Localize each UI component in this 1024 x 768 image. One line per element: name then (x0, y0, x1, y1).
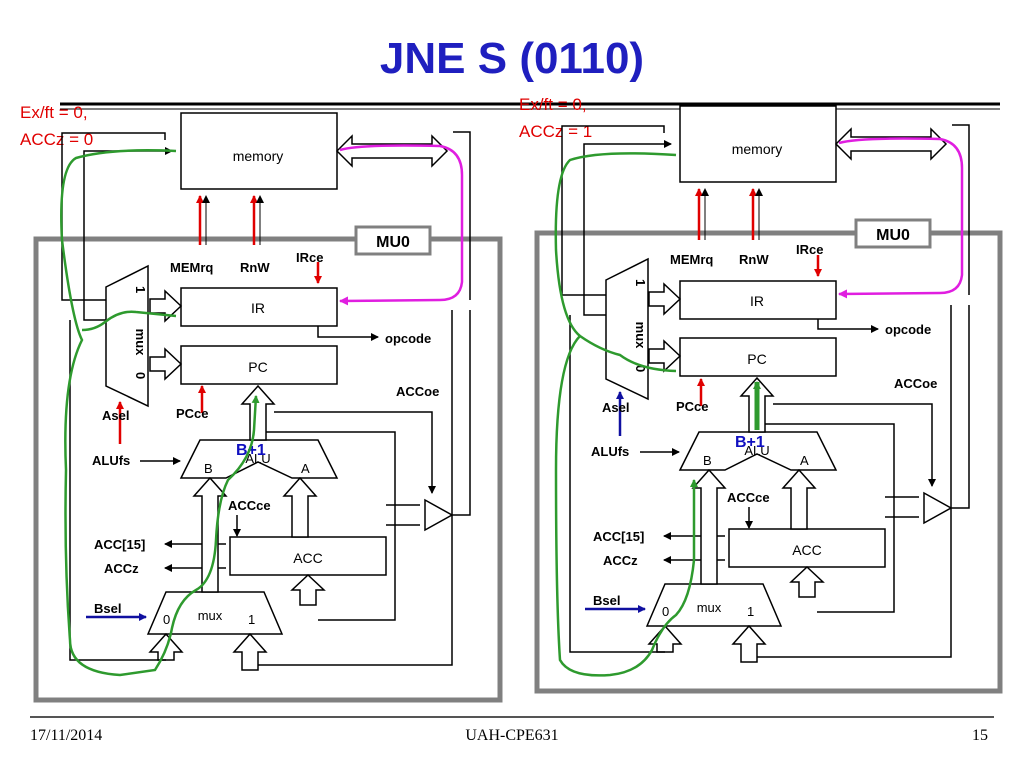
address-mux-in0: 0 (133, 372, 148, 379)
asel-label: Asel (602, 400, 629, 415)
accce-label: ACCce (228, 498, 271, 513)
b-mux-label: mux (198, 608, 223, 623)
footer-rule (30, 716, 994, 718)
condition-line-2: ACCz = 0 (20, 130, 93, 149)
mu0-frame (534, 230, 1003, 694)
panel-left: Ex/ft = 0, ACCz = 0 MU0 memory MEMrq RnW… (20, 103, 503, 703)
condition-line-2: ACCz = 1 (519, 122, 592, 141)
mu0-label: MU0 (876, 227, 910, 244)
accoe-label: ACCoe (894, 376, 937, 391)
memory-label: memory (732, 141, 783, 157)
acc-label: ACC (792, 542, 822, 558)
b-mux-in1: 1 (747, 604, 754, 619)
address-mux-label: mux (633, 322, 648, 350)
address-mux-in0: 0 (633, 365, 648, 372)
condition-line-1: Ex/ft = 0, (20, 103, 88, 122)
acc15-label: ACC[15] (593, 529, 644, 544)
address-mux-label: mux (133, 329, 148, 357)
ir-label: IR (750, 293, 764, 309)
address-mux-in1: 1 (133, 286, 148, 293)
pc-label: PC (747, 351, 766, 367)
irce-label: IRce (796, 242, 823, 257)
memory-label: memory (233, 148, 284, 164)
memrq-label: MEMrq (670, 252, 713, 267)
accce-label: ACCce (727, 490, 770, 505)
alu-label: ALU (245, 451, 270, 466)
opcode-label: opcode (385, 331, 431, 346)
alufs-label: ALUfs (591, 444, 629, 459)
mu0-label-box (854, 218, 932, 249)
memrq-label: MEMrq (170, 260, 213, 275)
pcce-label: PCce (676, 399, 709, 414)
panel-right: Ex/ft = 0, ACCz = 1 MU0 memory MEMrq RnW… (519, 95, 1003, 694)
footer-date: 17/11/2014 (30, 727, 103, 744)
slide-title: JNE S (0110) (379, 34, 645, 83)
irce-label: IRce (296, 250, 323, 265)
condition-line-1: Ex/ft = 0, (519, 95, 587, 114)
pcce-label: PCce (176, 406, 209, 421)
b-mux (645, 583, 783, 627)
rnw-label: RnW (240, 260, 270, 275)
header-rule (60, 102, 1000, 110)
memory-block (180, 112, 338, 190)
alu-input-a: A (800, 453, 809, 468)
acc15-label: ACC[15] (94, 537, 145, 552)
accz-label: ACCz (104, 561, 139, 576)
footer-course: UAH-CPE631 (465, 727, 559, 744)
alu (678, 431, 838, 471)
mu0-frame (33, 236, 503, 703)
memory-data-bus-arrow (834, 127, 948, 161)
alu-input-a: A (301, 461, 310, 476)
memory-data-bus-arrow (335, 134, 449, 168)
mu0-label-box (354, 225, 432, 256)
bsel-label: Bsel (94, 601, 121, 616)
memory-block (679, 105, 837, 183)
pc-label: PC (248, 359, 267, 375)
alu-input-b: B (204, 461, 213, 476)
alu-op-label: B+1 (735, 434, 765, 451)
address-mux-in1: 1 (633, 279, 648, 286)
ir-label: IR (251, 300, 265, 316)
mu0-label: MU0 (376, 234, 410, 251)
address-mux (105, 264, 149, 408)
accoe-label: ACCoe (396, 384, 439, 399)
acc-label: ACC (293, 550, 323, 566)
acc-output-buffer (923, 491, 953, 525)
alu-input-b: B (703, 453, 712, 468)
pc-register (679, 337, 837, 377)
b-mux-in1: 1 (248, 612, 255, 627)
b-mux-label: mux (697, 600, 722, 615)
b-mux-in0: 0 (662, 604, 669, 619)
alufs-label: ALUfs (92, 453, 130, 468)
opcode-label: opcode (885, 322, 931, 337)
footer-page-number: 15 (972, 727, 988, 744)
alu-label: ALU (744, 443, 769, 458)
b-mux-in0: 0 (163, 612, 170, 627)
acc-output-buffer (424, 498, 454, 532)
alu-op-label: B+1 (236, 442, 266, 459)
acc-register (728, 528, 886, 568)
asel-label: Asel (102, 408, 129, 423)
rnw-label: RnW (739, 252, 769, 267)
bsel-label: Bsel (593, 593, 620, 608)
pc-register (180, 345, 338, 385)
accz-label: ACCz (603, 553, 638, 568)
